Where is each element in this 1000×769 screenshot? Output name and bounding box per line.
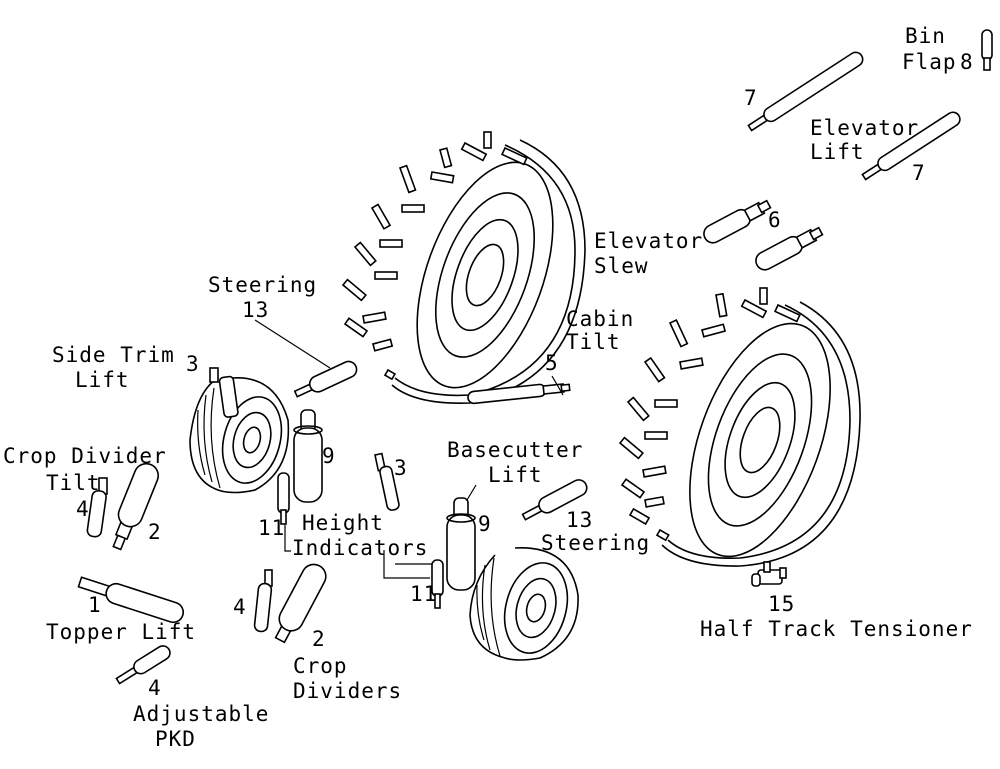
- number-4-middle: 4: [233, 595, 247, 619]
- number-2-middle: 2: [312, 627, 326, 651]
- number-3-lower: 3: [394, 456, 408, 480]
- number-7-lower: 7: [912, 161, 926, 185]
- label-elevator-slew-2: Slew: [594, 254, 649, 278]
- label-bin-flap-2: Flap: [902, 50, 957, 74]
- number-13-lower: 13: [566, 508, 593, 532]
- label-elevator-slew-1: Elevator: [594, 229, 703, 253]
- number-11-right: 11: [410, 582, 437, 606]
- cylinder-elevator-slew-b: [755, 226, 824, 271]
- label-steering-upper: Steering: [208, 273, 317, 297]
- height-indicator-left: [277, 472, 290, 525]
- number-9-right: 9: [478, 512, 492, 536]
- number-5: 5: [545, 351, 559, 375]
- label-adjustable-pkd-1: Adjustable: [133, 702, 269, 726]
- cylinder-steering-upper: [293, 360, 358, 398]
- label-cabin-tilt-1: Cabin: [566, 307, 634, 331]
- tyre-left: [189, 377, 290, 494]
- label-topper-lift: Topper Lift: [46, 620, 196, 644]
- cylinder-crop-divider-4b: [253, 569, 273, 633]
- cylinder-crop-divider-tilt: [86, 477, 108, 538]
- number-13-upper: 13: [242, 298, 269, 322]
- number-9-left: 9: [322, 444, 336, 468]
- number-8: 8: [960, 50, 974, 74]
- track-wheel-lower: [618, 287, 861, 567]
- label-side-trim-lift-1: Side Trim: [52, 343, 175, 367]
- cylinder-elevator-lift-upper: [747, 51, 864, 132]
- cylinder-elevator-lift-lower: [861, 111, 961, 181]
- track-wheel-upper: [341, 131, 586, 404]
- label-basecutter-lift-2: Lift: [488, 463, 543, 487]
- label-crop-dividers-2: Dividers: [293, 679, 402, 703]
- number-4-lower: 4: [148, 676, 162, 700]
- cylinder-crop-divider-2b: [274, 563, 327, 644]
- label-steering-lower: Steering: [541, 531, 650, 555]
- label-cabin-tilt-2: Tilt: [566, 330, 621, 354]
- label-elevator-lift-1: Elevator: [810, 116, 919, 140]
- label-adjustable-pkd-2: PKD: [155, 727, 196, 751]
- height-indicator-right: [431, 559, 444, 609]
- number-11-left: 11: [258, 516, 285, 540]
- cylinder-side-trim-lift: [209, 367, 239, 418]
- number-3-upper: 3: [186, 352, 200, 376]
- label-elevator-lift-2: Lift: [810, 140, 865, 164]
- cylinder-basecutter-lift: [446, 497, 476, 591]
- cylinder-bin-flap: [981, 29, 993, 71]
- label-height-indicators-1: Height: [302, 511, 384, 535]
- label-crop-dividers-1: Crop: [293, 654, 348, 678]
- number-15: 15: [768, 592, 795, 616]
- cylinder-height-left: [293, 409, 323, 503]
- label-basecutter-lift-1: Basecutter: [447, 438, 583, 462]
- cylinder-elevator-slew-a: [703, 199, 772, 244]
- label-crop-divider-tilt-1: Crop Divider: [3, 444, 167, 468]
- tyre-bottom: [469, 547, 579, 661]
- leader-lines: [254, 319, 564, 579]
- number-7-upper: 7: [744, 86, 758, 110]
- label-half-track-tensioner: Half Track Tensioner: [700, 617, 973, 641]
- cylinder-steering-lower: [521, 479, 588, 521]
- cylinder-topper-lift: [77, 576, 185, 624]
- label-height-indicators-2: Indicators: [292, 536, 428, 560]
- cylinder-crop-divider-2a: [112, 462, 160, 551]
- cylinder-adjustable-pkd: [115, 645, 171, 685]
- number-1: 1: [88, 593, 102, 617]
- label-bin-flap-1: Bin: [905, 24, 946, 48]
- label-crop-divider-tilt-2: Tilt: [46, 471, 101, 495]
- number-4-upper: 4: [76, 497, 90, 521]
- number-6: 6: [768, 208, 782, 232]
- label-side-trim-lift-2: Lift: [75, 368, 130, 392]
- half-track-tensioner-part: [751, 561, 787, 587]
- cylinder-side-trim-right: [374, 452, 400, 511]
- number-2-left: 2: [148, 520, 162, 544]
